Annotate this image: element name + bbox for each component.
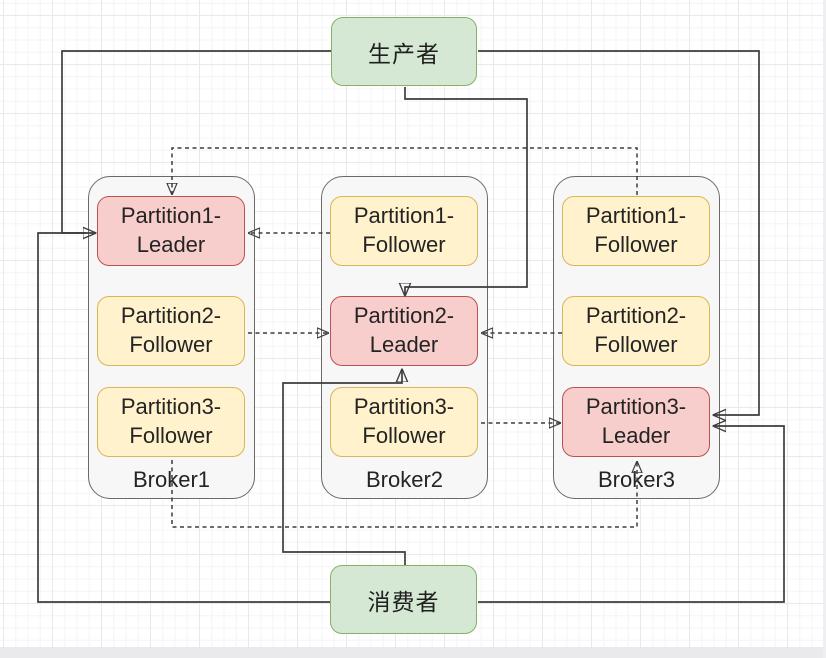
partition-label-line1: Partition2- xyxy=(120,303,222,329)
partition-label-line1: Partition2- xyxy=(353,303,455,329)
broker3-partition3-leader: Partition3- Leader xyxy=(562,387,710,457)
partition-label-line1: Partition1- xyxy=(353,203,455,229)
consumer-node: 消费者 xyxy=(330,565,477,634)
broker1-label: Broker1 xyxy=(132,467,211,492)
partition-label-line2: Follower xyxy=(362,423,446,448)
partition-label-line1: Partition3- xyxy=(120,394,222,420)
partition-label-line2: Follower xyxy=(129,332,213,357)
producer-label: 生产者 xyxy=(368,40,440,67)
consumer-label: 消费者 xyxy=(367,588,440,615)
broker3-partition2-follower: Partition2- Follower xyxy=(562,296,710,366)
partition-label-line2: Leader xyxy=(601,423,671,448)
broker1-partition2-follower: Partition2- Follower xyxy=(97,296,245,366)
broker1-container: Partition1- Leader Partition2- Follower … xyxy=(88,176,255,499)
broker1-partition1-leader: Partition1- Leader xyxy=(97,196,245,266)
broker3-container: Partition1- Follower Partition2- Followe… xyxy=(553,176,720,499)
broker2-partition1-follower: Partition1- Follower xyxy=(330,196,478,266)
broker3-partition1-follower: Partition1- Follower xyxy=(562,196,710,266)
partition-label-line1: Partition2- xyxy=(585,303,687,329)
partition-label-line1: Partition1- xyxy=(120,203,222,229)
broker1-partition3-follower: Partition3- Follower xyxy=(97,387,245,457)
broker2-partition2-leader: Partition2- Leader xyxy=(330,296,478,366)
partition-label-line2: Leader xyxy=(136,232,206,257)
broker2-partition3-follower: Partition3- Follower xyxy=(330,387,478,457)
partition-label-line1: Partition3- xyxy=(585,394,687,420)
producer-node: 生产者 xyxy=(331,17,477,86)
bottom-edge-strip xyxy=(0,647,826,658)
partition-label-line2: Follower xyxy=(594,232,678,257)
partition-label-line1: Partition3- xyxy=(353,394,455,420)
broker3-label: Broker3 xyxy=(597,467,676,492)
partition-label-line2: Follower xyxy=(594,332,678,357)
broker2-container: Partition1- Follower Partition2- Leader … xyxy=(321,176,488,499)
partition-label-line2: Follower xyxy=(362,232,446,257)
partition-label-line1: Partition1- xyxy=(585,203,687,229)
broker2-label: Broker2 xyxy=(365,467,444,492)
partition-label-line2: Leader xyxy=(369,332,439,357)
partition-label-line2: Follower xyxy=(129,423,213,448)
right-edge-strip xyxy=(823,0,826,658)
